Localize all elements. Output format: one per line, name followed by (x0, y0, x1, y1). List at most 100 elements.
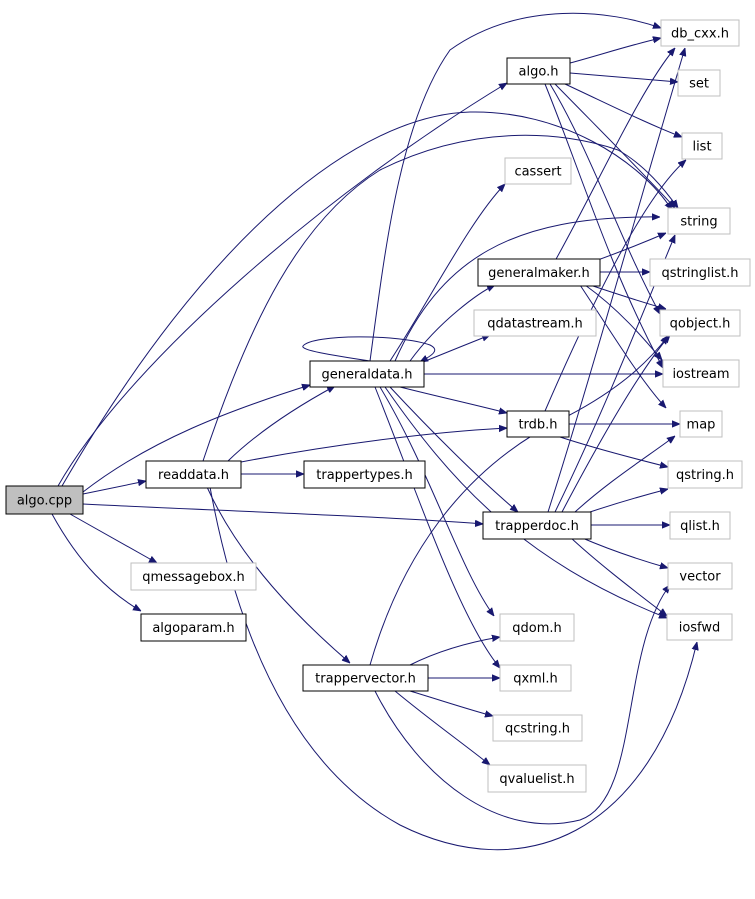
node-label: qstring.h (676, 468, 734, 483)
node-label: qdatastream.h (487, 317, 582, 332)
node-label: qcstring.h (505, 722, 570, 737)
node-qmessagebox-h: qmessagebox.h (130, 562, 257, 591)
node-label: generaldata.h (321, 368, 412, 383)
node-label: readdata.h (158, 468, 229, 483)
node-qvaluelist-h: qvaluelist.h (487, 764, 587, 793)
edge-generaldata-to-qdatastream (422, 334, 490, 363)
edge-algo-cpp-to-algoparam-h (51, 513, 141, 611)
edge-trappervector-to-qcstring (409, 690, 493, 716)
node-label: set (689, 77, 709, 92)
edge-trapperdoc-to-db-cxx (547, 48, 685, 513)
node-label: cassert (514, 165, 561, 180)
edge-generaldata-to-string (394, 217, 660, 362)
edge-algo-h-to-iostream (544, 83, 663, 368)
edge-trappervector-to-vector (374, 585, 670, 825)
edge-algo-h-to-qobject (549, 83, 660, 314)
node-label: list (692, 140, 711, 155)
node-label: string (680, 215, 717, 230)
node-iosfwd: iosfwd (666, 613, 733, 641)
node-label: trdb.h (518, 418, 557, 433)
node-qxml-h: qxml.h (499, 664, 572, 692)
node-set: set (677, 69, 721, 97)
node-map: map (679, 410, 723, 438)
node-generaldata-h[interactable]: generaldata.h (309, 360, 425, 388)
edge-readdata-to-trdb (240, 428, 507, 463)
edge-trapperdoc-to-qstring (589, 489, 668, 513)
edge-readdata-to-generaldata (227, 386, 335, 462)
node-generalmaker-h[interactable]: generalmaker.h (477, 258, 601, 287)
node-label: trappervector.h (315, 672, 416, 687)
node-label: qstringlist.h (661, 266, 738, 281)
node-label: trappertypes.h (316, 468, 412, 483)
edge-algo-cpp-to-string (61, 111, 672, 487)
edge-generaldata-to-cassert (389, 184, 505, 362)
node-vector: vector (667, 562, 733, 590)
node-algoparam-h[interactable]: algoparam.h (140, 613, 247, 642)
node-label: qlist.h (680, 519, 720, 534)
edge-trappervector-to-qvaluelist (394, 690, 490, 765)
edge-trappervector-to-qobject (369, 336, 668, 666)
node-trappervector-h[interactable]: trappervector.h (302, 664, 429, 692)
edge-algo-cpp-to-algo-h (57, 83, 507, 487)
edge-generalmaker-to-string (594, 232, 666, 262)
node-readdata-h[interactable]: readdata.h (145, 460, 242, 489)
node-qdatastream-h: qdatastream.h (473, 309, 597, 337)
node-iostream: iostream (662, 359, 740, 388)
edge-readdata-to-string (202, 134, 678, 462)
node-label: trapperdoc.h (495, 519, 579, 534)
node-trappertypes-h[interactable]: trappertypes.h (303, 460, 426, 489)
edge-trapperdoc-to-iosfwd (569, 536, 667, 616)
edge-generalmaker-to-map (579, 284, 666, 408)
node-label: qobject.h (670, 317, 731, 332)
edge-generaldata-to-trdb (399, 386, 507, 413)
node-label: qdom.h (512, 621, 562, 636)
node-label: vector (679, 570, 721, 585)
node-db-cxx-h: db_cxx.h (660, 19, 740, 47)
node-qstringlist-h: qstringlist.h (649, 258, 751, 287)
edge-algo-cpp-to-qmessagebox-h (69, 513, 157, 563)
edge-generaldata-to-db-cxx (369, 12, 661, 362)
edge-trappervector-to-qdom (409, 637, 500, 666)
node-label: iosfwd (679, 621, 721, 636)
edge-trdb-to-qstring (559, 436, 668, 467)
node-qcstring-h: qcstring.h (492, 714, 583, 742)
node-algo-h[interactable]: algo.h (506, 57, 571, 85)
edge-readdata-to-trappervector (206, 486, 350, 663)
node-qdom-h: qdom.h (499, 613, 575, 642)
edge-generaldata-to-qdom (379, 386, 494, 616)
node-algo-cpp[interactable]: algo.cpp (5, 485, 84, 515)
edge-generaldata-to-qxml (374, 386, 500, 668)
node-qlist-h: qlist.h (669, 511, 731, 540)
node-label: db_cxx.h (671, 27, 729, 42)
edge-algo-h-to-string (554, 83, 675, 208)
node-label: qvaluelist.h (499, 772, 574, 787)
node-label: iostream (672, 367, 729, 382)
edge-algo-h-to-db-cxx (569, 38, 661, 64)
edge-generalmaker-to-db-cxx (554, 48, 675, 262)
node-label: algo.cpp (17, 494, 72, 509)
node-qstring-h: qstring.h (667, 460, 743, 489)
node-label: algo.h (519, 65, 559, 80)
node-trapperdoc-h[interactable]: trapperdoc.h (482, 511, 592, 540)
edge-generaldata-to-generalmaker (409, 285, 495, 362)
edge-algo-h-to-list (564, 83, 682, 137)
edge-trapperdoc-to-qobject (561, 335, 670, 513)
node-string: string (667, 207, 731, 235)
edge-algo-h-to-set (569, 72, 678, 82)
node-trdb-h[interactable]: trdb.h (506, 410, 570, 438)
node-label: map (687, 418, 716, 433)
node-label: qxml.h (513, 672, 558, 687)
node-list: list (681, 132, 723, 160)
node-label: generalmaker.h (488, 266, 590, 281)
edge-generaldata-self-loop (302, 336, 436, 362)
node-cassert: cassert (504, 157, 572, 185)
edge-algo-cpp-to-readdata-h (82, 481, 146, 495)
node-label: algoparam.h (152, 621, 234, 636)
edge-trapperdoc-to-map (574, 436, 675, 513)
node-label: qmessagebox.h (142, 570, 245, 585)
edge-algo-cpp-to-trapperdoc-h (82, 503, 483, 524)
edge-readdata-to-iosfwd (209, 486, 697, 851)
node-qobject-h: qobject.h (659, 309, 741, 337)
edge-generaldata-to-trapperdoc (389, 386, 518, 512)
